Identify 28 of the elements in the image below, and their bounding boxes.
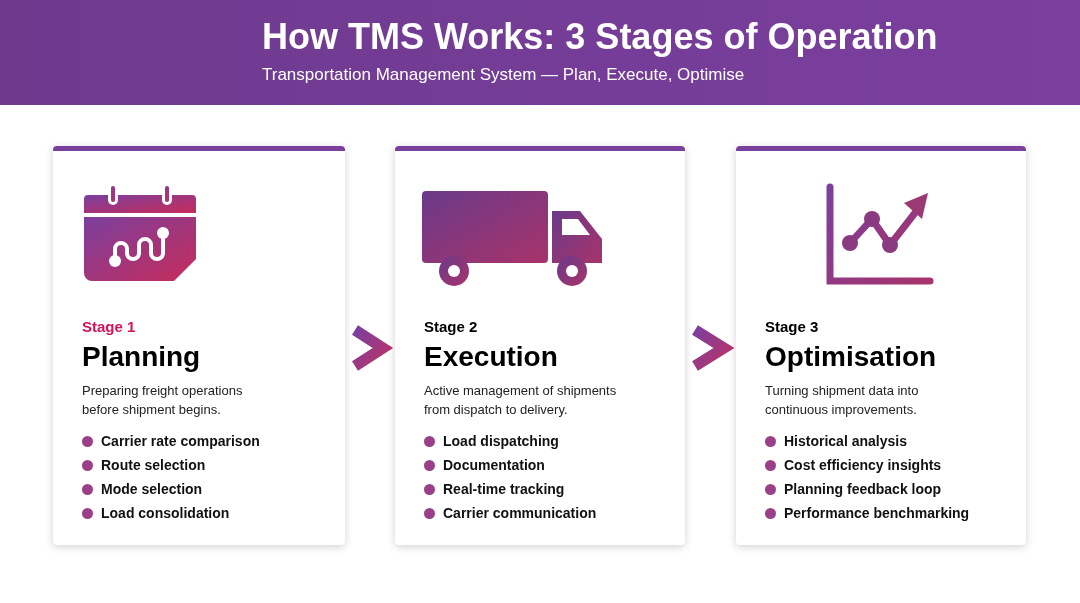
- bullet-text: Real-time tracking: [443, 479, 565, 499]
- stage-label: Stage 2: [424, 317, 478, 337]
- bullet-text: Load consolidation: [101, 503, 230, 523]
- chevron-arrow: [692, 325, 735, 371]
- stage-description: Preparing freight operations before shipment begins.: [82, 382, 244, 419]
- title: How TMS Works: 3 Stages of Operation: [262, 15, 938, 59]
- chevron-arrow: [352, 325, 394, 371]
- bullet-text: Carrier communication: [443, 503, 597, 523]
- subtitle: Transportation Management System — Plan, Execute, Optimise: [262, 64, 745, 86]
- bullet-text: Route selection: [101, 455, 206, 475]
- bullet-text: Documentation: [443, 455, 545, 475]
- stage-card: [736, 146, 1026, 545]
- stage-label: Stage 3: [765, 317, 819, 337]
- stage-title: Optimisation: [765, 340, 937, 374]
- bullet-text: Load dispatching: [443, 431, 559, 451]
- stage-label: Stage 1: [82, 317, 136, 337]
- stage-card: [395, 146, 685, 545]
- stage-description: Turning shipment data into continuous improvements.: [765, 382, 920, 419]
- bullet-text: Planning feedback loop: [784, 479, 942, 499]
- stage-title: Planning: [82, 340, 201, 374]
- stage-card: [53, 146, 345, 545]
- bullet-text: Performance benchmarking: [784, 503, 970, 523]
- stage-title: Execution: [424, 340, 558, 374]
- bullet-text: Mode selection: [101, 479, 203, 499]
- bullet-text: Historical analysis: [784, 431, 907, 451]
- bullet-text: Cost efficiency insights: [784, 455, 942, 475]
- bullet-text: Carrier rate comparison: [101, 431, 260, 451]
- stage-description: Active management of shipments from dispatch to delivery.: [424, 382, 618, 419]
